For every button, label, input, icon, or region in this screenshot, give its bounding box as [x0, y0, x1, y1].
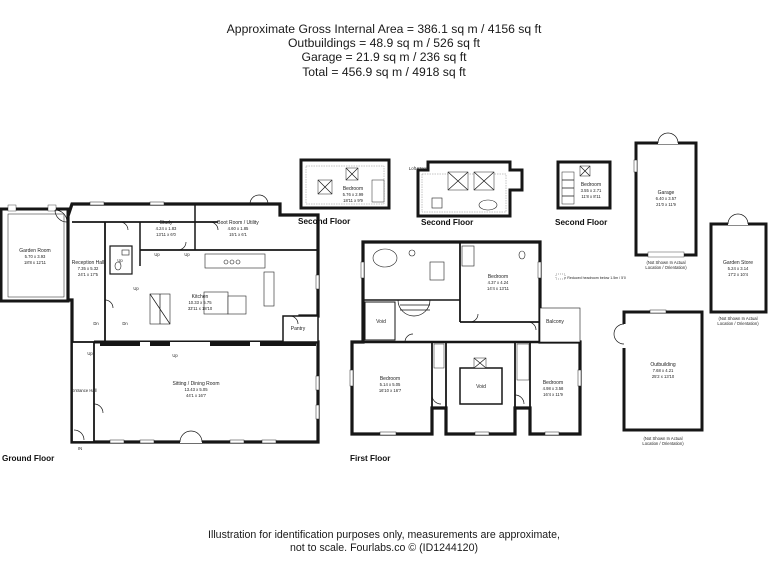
total-area: Total = 456.9 sq m / 4918 sq ft: [302, 64, 466, 79]
garage-plan: Garage 6.40 x 3.57 21'0 x 11'9 (Not Show…: [633, 132, 698, 270]
kitchen-dims-ft: 33'11 x 18'10: [188, 306, 213, 311]
reception-hall-name: Reception Hall: [72, 260, 105, 266]
garden-room-dims-m: 5.70 x 3.93: [25, 254, 46, 259]
study-dims-m: 4.24 x 1.83: [156, 226, 177, 231]
first-bedroom-right-dims-m: 4.98 x 3.58: [543, 386, 564, 391]
ground-up-6: Up: [133, 286, 139, 291]
outbuilding-name: Outbuilding: [650, 362, 676, 368]
garage-dims-ft: 21'0 x 11'9: [656, 202, 676, 207]
ground-up-5: Up: [87, 351, 93, 356]
disclaimer-line-2: not to scale. Fourlabs.co © (ID1244120): [290, 542, 478, 554]
void-left-label: Void: [376, 319, 386, 325]
boot-room-dims-ft: 15'1 x 6'1: [229, 232, 247, 237]
sitting-dining-dims-ft: 44'1 x 16'7: [186, 393, 207, 398]
reception-hall-dims-ft: 24'1 x 17'5: [78, 272, 99, 277]
void-centre-label: Void: [476, 384, 486, 390]
ground-up-2: Up: [154, 252, 160, 257]
reduced-headroom-key: [555, 273, 566, 280]
reception-hall-dims-m: 7.35 x 5.32: [78, 266, 99, 271]
ground-floor-plan: Garden Room 5.70 x 3.93 18'8 x 12'11 Rec…: [0, 194, 320, 463]
loft-store-label: Loft Store: [409, 166, 428, 171]
entrance-in-label: IN: [78, 446, 82, 451]
outbuilding-note-1: (Not Shown In Actual: [643, 436, 682, 441]
first-bedroom-right-name: Bedroom: [543, 380, 563, 386]
second-floor-plan-b: Loft Store Second Floor: [409, 160, 524, 227]
second-bedroom-a-dims-m: 5.76 x 2.99: [343, 192, 364, 197]
disclaimer: Illustration for identification purposes…: [0, 529, 768, 555]
ground-floor-label: Ground Floor: [2, 454, 55, 463]
ground-dn-1: Dn: [122, 321, 128, 326]
kitchen-name: Kitchen: [192, 294, 209, 300]
garage-note-2: Location / Orientation): [645, 265, 687, 270]
second-floor-label-b: Second Floor: [421, 218, 474, 227]
garden-store-note-2: Location / Orientation): [717, 321, 759, 326]
first-floor-plan: Bedroom 4.37 x 4.24 14'4 x 13'11 Bedroom…: [349, 240, 626, 463]
first-bedroom-main-dims-m: 4.37 x 4.24: [488, 280, 509, 285]
garden-room-name: Garden Room: [19, 248, 50, 254]
outbuilding-dims-m: 7.68 x 4.21: [653, 368, 674, 373]
gross-internal-area: Approximate Gross Internal Area = 386.1 …: [226, 22, 542, 36]
first-bedroom-right-dims-ft: 16'4 x 11'9: [543, 392, 563, 397]
area-summary: Approximate Gross Internal Area = 386.1 …: [0, 22, 768, 79]
first-bedroom-main-name: Bedroom: [488, 274, 508, 280]
second-bedroom-c-dims-m: 3.55 x 2.71: [581, 188, 602, 193]
outbuilding-plan: Outbuilding 7.68 x 4.21 25'2 x 13'10 (No…: [613, 309, 704, 446]
garage-area: Garage = 21.9 sq m / 236 sq ft: [301, 50, 467, 65]
study-name: Study: [160, 220, 173, 226]
study-dims-ft: 13'11 x 6'0: [156, 232, 176, 237]
ground-up-4: Up: [172, 353, 178, 358]
second-bedroom-a-name: Bedroom: [343, 186, 363, 192]
garden-room-dims-ft: 18'8 x 12'11: [24, 260, 47, 265]
outbuilding-note-2: Location / Orientation): [642, 441, 684, 446]
first-bedroom-left-dims-ft: 16'10 x 16'7: [379, 388, 402, 393]
sitting-dining-dims-m: 13.43 x 5.05: [184, 387, 208, 392]
outbuildings-area: Outbuildings = 48.9 sq m / 526 sq ft: [287, 36, 481, 51]
garage-name: Garage: [658, 190, 675, 196]
garden-store-dims-ft: 17'2 x 10'4: [728, 272, 749, 277]
ground-up-3: Up: [184, 252, 190, 257]
reduced-headroom-label: = Reduced headroom below 1.5m / 5'0: [564, 276, 626, 280]
second-floor-plan-c: Bedroom 3.55 x 2.71 11'8 x 8'11 Second F…: [555, 160, 612, 227]
second-floor-label-c: Second Floor: [555, 218, 608, 227]
sitting-dining-name: Sitting / Dining Room: [173, 381, 220, 387]
second-floor-label-a: Second Floor: [298, 217, 351, 226]
ground-dn-2: Dn: [93, 321, 99, 326]
disclaimer-line-1: Illustration for identification purposes…: [208, 529, 560, 541]
first-bedroom-main-dims-ft: 14'4 x 13'11: [487, 286, 510, 291]
garden-store-plan: Garden Store 5.24 x 3.14 17'2 x 10'4 (No…: [709, 213, 768, 326]
boot-room-name: Boot Room / Utility: [217, 220, 259, 226]
garden-store-dims-m: 5.24 x 3.14: [728, 266, 749, 271]
garage-dims-m: 6.40 x 3.57: [656, 196, 677, 201]
kitchen-dims-m: 10.33 x 5.75: [188, 300, 212, 305]
entrance-hall-name: Entrance Hall: [71, 388, 96, 393]
first-floor-label: First Floor: [350, 454, 391, 463]
pantry-name: Pantry: [291, 326, 306, 332]
boot-room-dims-m: 4.60 x 1.85: [228, 226, 249, 231]
garden-store-name: Garden Store: [723, 260, 753, 266]
second-bedroom-c-dims-ft: 11'8 x 8'11: [581, 194, 601, 199]
ground-up-1: Up: [117, 258, 123, 263]
first-bedroom-left-dims-m: 5.14 x 5.05: [380, 382, 401, 387]
garden-store-note-1: (Not Shown In Actual: [718, 316, 757, 321]
garage-note-1: (Not Shown In Actual: [646, 260, 685, 265]
second-bedroom-a-dims-ft: 18'11 x 9'9: [343, 198, 363, 203]
second-floor-plan-a: Bedroom 5.76 x 2.99 18'11 x 9'9 Second F…: [298, 158, 391, 226]
second-bedroom-c-name: Bedroom: [581, 182, 601, 188]
balcony-label: Balcony: [546, 319, 564, 325]
outbuilding-dims-ft: 25'2 x 13'10: [652, 374, 675, 379]
first-bedroom-left-name: Bedroom: [380, 376, 400, 382]
